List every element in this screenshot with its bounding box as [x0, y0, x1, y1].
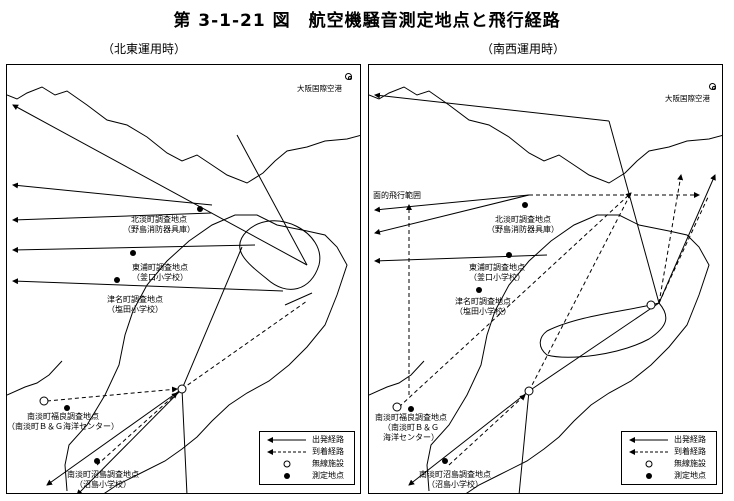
right-panel-subtitle: （南西運用時） [481, 42, 566, 56]
coastline-awaji [426, 214, 710, 493]
coastline-west [7, 360, 63, 396]
legend-measurement: 測定地点 [674, 471, 706, 480]
map-panel-northeast: 大阪国際空港 北淡町調査地点 （野島消防器具庫） 東浦町調査地点 （釜口小学校）… [6, 64, 361, 494]
coastline-west [369, 360, 425, 396]
label-kitaawaji: 北淡町調査地点 （野島消防器具庫） [123, 215, 195, 234]
label-tsuna: 津名町調査地点 （塩田小学校） [107, 295, 163, 314]
label-kitaawaji: 北淡町調査地点 （野島消防器具庫） [487, 215, 559, 234]
coastline-awaji [64, 214, 348, 493]
point-fukura [64, 405, 70, 411]
coastline-north [7, 86, 360, 184]
point-higashiura [130, 250, 136, 256]
page-title: 第 3-1-21 図 航空機騒音測定地点と飛行経路 [173, 11, 561, 31]
airport-label: 大阪国際空港 [297, 84, 342, 93]
airport-label: 大阪国際空港 [665, 94, 710, 103]
point-nushima [442, 458, 448, 464]
map-panel-southwest: 大阪国際空港 面的飛行範囲 北淡町調査地点 （野島消防器具庫） 東浦町調査地点 … [368, 64, 723, 494]
legend-departure: 出発経路 [312, 435, 344, 444]
point-fukura [408, 406, 414, 412]
airport-icon [709, 83, 716, 90]
point-higashiura [506, 252, 512, 258]
label-nushima: 南淡町沼島調査地点 （沼島小学校） [67, 470, 139, 489]
legend-arrival: 到着経路 [312, 447, 344, 456]
coastline-north [369, 86, 722, 184]
legend-arrival: 到着経路 [674, 447, 706, 456]
airport-icon [345, 73, 352, 80]
legend-measurement: 測定地点 [312, 471, 344, 480]
legend-northeast: 出発経路 到着経路 無線施設 測定地点 [259, 431, 355, 485]
legend-no-data: 無線施設 [312, 459, 344, 468]
label-nushima: 南淡町沼島調査地点 （沼島小学校） [419, 470, 491, 489]
label-higashiura: 東浦町調査地点 （釜口小学校） [132, 263, 188, 282]
legend-southwest: 出発経路 到着経路 無線施設 測定地点 [621, 431, 717, 485]
point-kitaawaji [197, 206, 203, 212]
legend-no-data: 無線施設 [674, 459, 706, 468]
map-northeast-svg [7, 86, 360, 493]
point-tsuna [114, 277, 120, 283]
left-panel-subtitle: （北東運用時） [102, 42, 187, 56]
label-areal-flight-range: 面的飛行範囲 [373, 191, 421, 200]
label-higashiura: 東浦町調査地点 （釜口小学校） [469, 263, 525, 282]
label-tsuna: 津名町調査地点 （塩田小学校） [455, 297, 511, 316]
label-fukura: 南淡町福良調査地点 （南淡町Ｂ＆Ｇ 海洋センター） [375, 413, 447, 442]
point-kitaawaji [522, 202, 528, 208]
label-fukura: 南淡町福良調査地点 （南淡町Ｂ＆Ｇ海洋センター） [7, 412, 119, 431]
legend-departure: 出発経路 [674, 435, 706, 444]
map-southwest-svg [369, 86, 722, 493]
point-tsuna [476, 287, 482, 293]
point-nushima [94, 458, 100, 464]
